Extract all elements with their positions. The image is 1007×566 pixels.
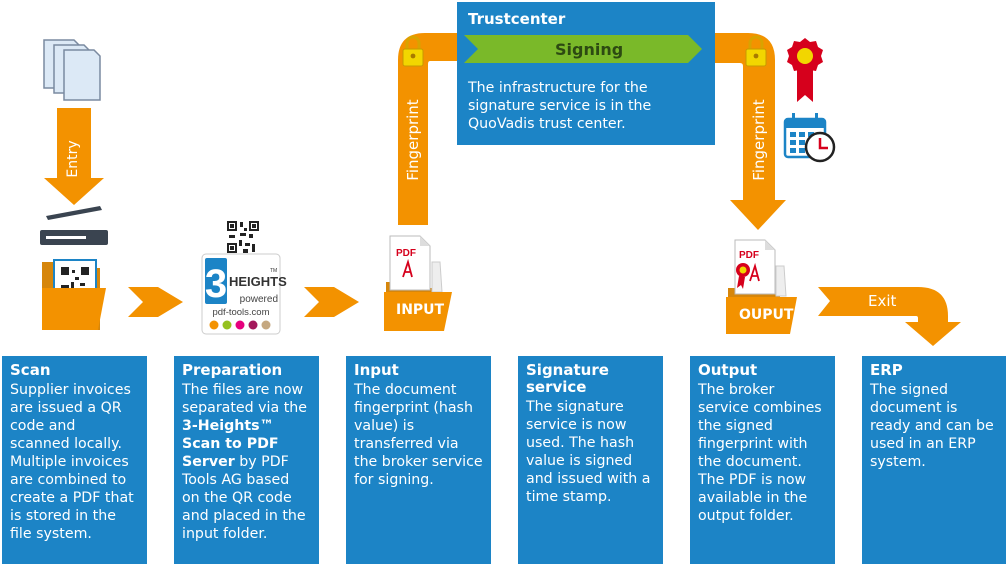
step-text: The files are now separated via the 3-He… <box>182 381 311 543</box>
pdf-icon-label: PDF <box>739 250 759 261</box>
scanner-icon <box>40 206 108 245</box>
logo-dot <box>235 320 245 330</box>
fingerprint-in-arrow <box>398 33 478 225</box>
step-title: Scan <box>10 361 51 379</box>
exit-label: Exit <box>868 292 897 310</box>
step-scan: Scan Supplier invoices are issued a QR c… <box>2 356 147 564</box>
logo-name: HEIGHTS <box>229 274 287 289</box>
logo-powered: powered <box>240 294 278 305</box>
logo-dot <box>261 320 271 330</box>
3heights-logo: 3 HEIGHTS TM powered pdf-tools.com <box>201 253 287 335</box>
step-erp: ERP The signed document is ready and can… <box>862 356 1006 564</box>
lock-icon <box>402 35 424 67</box>
step-text: The broker service combines the signed f… <box>698 382 822 524</box>
step-text: The document fingerprint (hash value) is… <box>354 382 483 488</box>
fingerprint-out-label: Fingerprint <box>750 99 768 181</box>
logo-number: 3 <box>205 262 227 306</box>
step-text: The signed document is ready and can be … <box>870 382 994 470</box>
certificate-seal-icon <box>736 263 750 289</box>
scan-folder-icon <box>42 259 106 330</box>
step-title: Output <box>698 361 758 379</box>
logo-tm: TM <box>270 268 277 274</box>
calendar-clock-icon <box>783 113 836 163</box>
entry-arrow <box>44 108 104 205</box>
exit-arrow <box>818 287 961 346</box>
step-preparation: Preparation The files are now separated … <box>174 356 319 564</box>
logo-site: pdf-tools.com <box>212 307 269 318</box>
signing-label: Signing <box>555 40 624 59</box>
trustcenter-text: The infrastructure for the signature ser… <box>468 80 652 132</box>
logo-dot <box>222 320 232 330</box>
output-folder-icon: PDF <box>726 239 797 334</box>
logo-dot <box>248 320 258 330</box>
logo-color-dots <box>209 320 271 330</box>
step-title: Signature service <box>526 361 609 396</box>
step-title: Preparation <box>182 361 283 379</box>
chevron-arrow-1 <box>128 287 183 317</box>
input-folder-label: INPUT <box>396 302 445 318</box>
step-text-bold: 3-Heights™ Scan to PDF Server <box>182 418 279 470</box>
trustcenter-title: Trustcenter <box>468 10 566 28</box>
qr-code-icon <box>227 221 259 253</box>
step-text-before: The files are now separated via the <box>182 382 307 416</box>
trustcenter-panel: Trustcenter The infrastructure for the s… <box>457 2 715 145</box>
chevron-arrow-2 <box>304 287 359 317</box>
step-output: Output The broker service combines the s… <box>690 356 835 564</box>
step-text: The signature service is now used. The h… <box>526 399 651 505</box>
step-signature-service: Signature service The signature service … <box>518 356 663 564</box>
step-title: ERP <box>870 361 903 379</box>
step-title: Input <box>354 361 399 379</box>
pdf-icon-label: PDF <box>396 248 416 259</box>
output-folder-label: OUPUT <box>739 307 794 323</box>
lock-icon <box>745 35 767 67</box>
documents-stack-icon <box>43 39 101 101</box>
step-text: Supplier invoices are issued a QR code a… <box>10 382 134 542</box>
logo-dot <box>209 320 219 330</box>
award-ribbon-icon <box>787 38 823 102</box>
step-text-after: by PDF Tools AG based on the QR code and… <box>182 454 306 542</box>
fingerprint-in-label: Fingerprint <box>404 99 422 181</box>
input-folder-icon: PDF <box>384 235 452 331</box>
entry-label: Entry <box>65 140 81 178</box>
step-input: Input The document fingerprint (hash val… <box>346 356 491 564</box>
fingerprint-out-arrow <box>704 33 786 230</box>
